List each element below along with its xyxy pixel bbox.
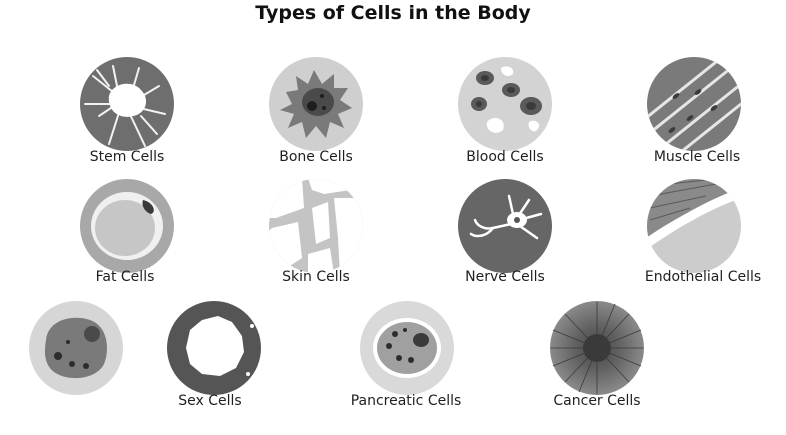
label-stem-cells: Stem Cells [89, 149, 165, 165]
label-endothelial-cells: Endothelial Cells [644, 269, 762, 285]
cancer-cell-icon [549, 300, 645, 396]
skin-cell-icon [268, 178, 364, 274]
pancreatic-cell-icon [359, 300, 455, 396]
label-skin-cells: Skin Cells [282, 269, 350, 285]
label-bone-cells: Bone Cells [279, 149, 353, 165]
label-nerve-cells: Nerve Cells [465, 269, 545, 285]
stem-cell-icon [79, 56, 175, 152]
muscle-cell-icon [646, 56, 742, 152]
blood-cell-icon [457, 56, 553, 152]
label-cancer-cells: Cancer Cells [553, 393, 641, 409]
label-fat-cells: Fat Cells [95, 269, 155, 285]
label-sex-cells: Sex Cells [178, 393, 242, 409]
label-muscle-cells: Muscle Cells [653, 149, 741, 165]
label-pancreatic-cells: Pancreatic Cells [350, 393, 462, 409]
bone-cell-icon [268, 56, 364, 152]
endothelial-cell-icon [646, 178, 742, 274]
label-blood-cells: Blood Cells [466, 149, 544, 165]
sex-cell-icon [166, 300, 262, 396]
page-title: Types of Cells in the Body [255, 2, 531, 24]
nerve-cell-icon [457, 178, 553, 274]
fat-cell-icon [79, 178, 175, 274]
unlabeled-cell-icon [28, 300, 124, 396]
